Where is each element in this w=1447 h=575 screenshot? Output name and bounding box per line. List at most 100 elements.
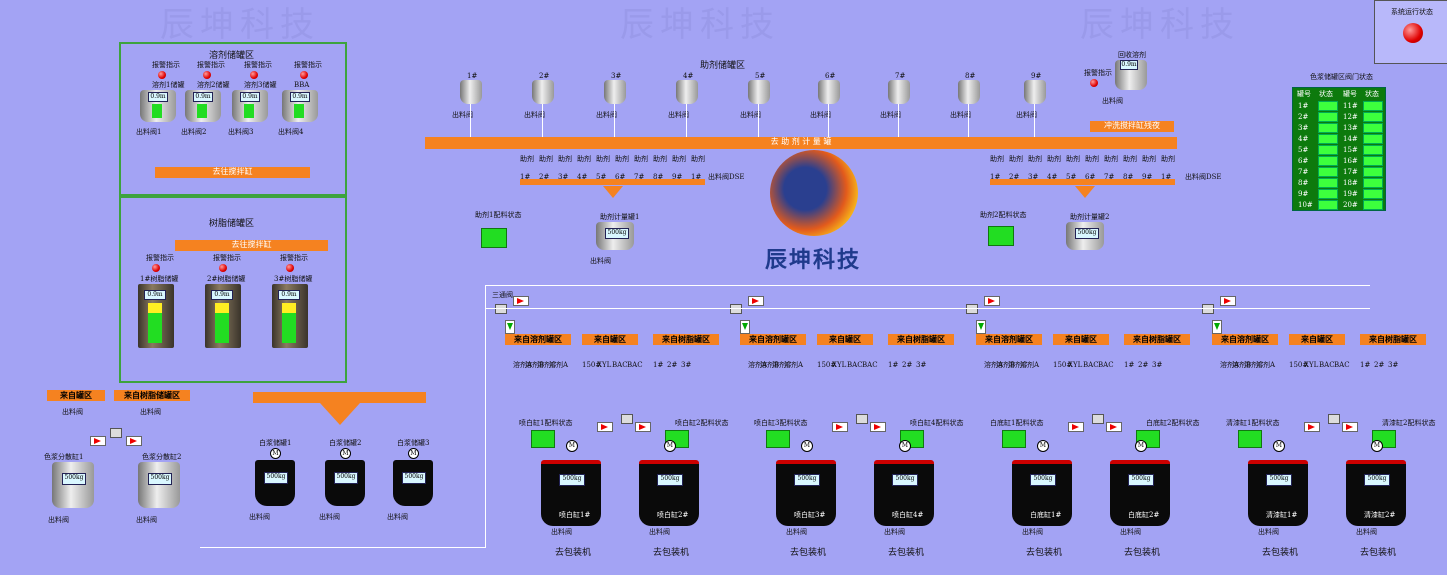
color-valve-state[interactable] — [1363, 200, 1383, 210]
solvent-tank-name: 溶剂1储罐 — [152, 81, 185, 89]
manifold-slot: 1# — [990, 173, 1001, 181]
mixer-motor: M — [664, 440, 676, 452]
additive-tank-name: 6# — [825, 72, 836, 80]
color-valve-state[interactable] — [1363, 101, 1383, 111]
solvent-outlet: 出料阀3 — [228, 128, 254, 136]
left-flow-flag[interactable] — [90, 436, 106, 446]
line-flow-vflag[interactable] — [976, 320, 986, 334]
solvent-col: 溶剂C — [1244, 361, 1264, 369]
color-valve-state[interactable] — [1318, 123, 1338, 133]
to-packer: 去包装机 — [1360, 548, 1397, 558]
color-valve-state[interactable] — [1318, 101, 1338, 111]
line-flow-flag[interactable] — [748, 296, 764, 306]
additive-outlet: 出料阀 — [596, 111, 617, 119]
line-three-way-valve[interactable] — [495, 304, 507, 314]
color-valve-state[interactable] — [1318, 189, 1338, 199]
line-three-way-valve[interactable] — [730, 304, 742, 314]
zone-col: XYL — [1304, 361, 1319, 369]
color-valve-state[interactable] — [1363, 156, 1383, 166]
color-valve-state[interactable] — [1318, 134, 1338, 144]
mixer-feed-valve[interactable] — [621, 414, 633, 424]
manifold-slot: 6# — [615, 173, 626, 181]
zone-col: 150# — [1053, 361, 1073, 369]
mixer-status-1-indicator[interactable] — [531, 430, 555, 448]
color-valve-state[interactable] — [1318, 145, 1338, 155]
color-valve-state[interactable] — [1363, 167, 1383, 177]
additive-pipe — [968, 104, 969, 137]
manifold-slot: 8# — [653, 173, 664, 181]
mixer-feed-valve[interactable] — [1092, 414, 1104, 424]
mixer-tank — [541, 460, 601, 526]
resin-col: 3# — [916, 361, 927, 369]
line-flow-flag[interactable] — [984, 296, 1000, 306]
mixer-status-1-indicator[interactable] — [1002, 430, 1026, 448]
left-flow-flag-2[interactable] — [126, 436, 142, 446]
mixer-flow-flag-2[interactable] — [870, 422, 886, 432]
from-zone: 来自罐区 — [1053, 334, 1109, 345]
line-flow-vflag[interactable] — [740, 320, 750, 334]
additive-tank-name: 5# — [755, 72, 766, 80]
color-valve-state[interactable] — [1318, 112, 1338, 122]
mixer-flow-flag-2[interactable] — [1342, 422, 1358, 432]
mixer-name: 喷白缸2# — [657, 511, 689, 519]
meter1-status-indicator[interactable] — [481, 228, 507, 248]
solvent-alarm-lamp — [250, 71, 258, 79]
color-valve-state[interactable] — [1363, 134, 1383, 144]
mixer-flow-flag-2[interactable] — [635, 422, 651, 432]
additive-main-pipe-label: 去 助 剂 计 量 罐 — [770, 137, 832, 146]
color-valve-state[interactable] — [1363, 145, 1383, 155]
from-solvent-zone: 来自溶剂罐区 — [1212, 334, 1278, 345]
mixer-motor: M — [1135, 440, 1147, 452]
color-valve-state[interactable] — [1363, 189, 1383, 199]
resin-tank-name: 2#树脂储罐 — [207, 275, 246, 283]
system-status-lamp[interactable] — [1403, 23, 1423, 43]
color-valve-state[interactable] — [1318, 200, 1338, 210]
color-tank-id: 2# — [1298, 113, 1309, 121]
color-valve-state[interactable] — [1363, 123, 1383, 133]
resin-col: 1# — [888, 361, 899, 369]
color-valve-state[interactable] — [1363, 178, 1383, 188]
to-packer: 去包装机 — [653, 548, 690, 558]
line-flow-vflag[interactable] — [1212, 320, 1222, 334]
resin-col: 2# — [667, 361, 678, 369]
meter1-status-label: 助剂1配料状态 — [475, 211, 522, 219]
resin-col: 2# — [902, 361, 913, 369]
mixer-flow-flag[interactable] — [832, 422, 848, 432]
color-tank-id: 14# — [1343, 135, 1358, 143]
resin-tank-fill-yellow — [148, 303, 162, 313]
mixer-flow-flag[interactable] — [1068, 422, 1084, 432]
mixer-status-1-indicator[interactable] — [766, 430, 790, 448]
mixer-flow-flag[interactable] — [1304, 422, 1320, 432]
mixer-status-2: 清漆缸2配料状态 — [1382, 419, 1436, 427]
additive-tank-name: 9# — [1031, 72, 1042, 80]
mixer-flow-flag-2[interactable] — [1106, 422, 1122, 432]
line-flow-flag[interactable] — [1220, 296, 1236, 306]
color-valve-state[interactable] — [1318, 178, 1338, 188]
color-valve-state[interactable] — [1363, 112, 1383, 122]
color-valve-state[interactable] — [1318, 167, 1338, 177]
manifold-slot: 4# — [577, 173, 588, 181]
three-way-label: 三通阀 — [492, 291, 513, 299]
line-three-way-valve[interactable] — [966, 304, 978, 314]
resin-zone: 树脂储罐区 — [119, 196, 347, 383]
zone-col: XYL — [1068, 361, 1083, 369]
color-valve-state[interactable] — [1318, 156, 1338, 166]
solvent-col: 溶剂A — [984, 361, 1004, 369]
line-flow-flag[interactable] — [513, 296, 529, 306]
left-valve[interactable] — [110, 428, 122, 438]
mixer-flow-flag[interactable] — [597, 422, 613, 432]
system-status-label: 系统运行状态 — [1391, 8, 1433, 16]
line-three-way-valve[interactable] — [1202, 304, 1214, 314]
color-tank-id: 20# — [1343, 201, 1358, 209]
manifold-slot: 2# — [1009, 173, 1020, 181]
mixer-status-1-indicator[interactable] — [1238, 430, 1262, 448]
manifold-slot: 2# — [539, 173, 550, 181]
mixer-feed-valve[interactable] — [856, 414, 868, 424]
meter2-status-indicator[interactable] — [988, 226, 1014, 246]
mixer-feed-valve[interactable] — [1328, 414, 1340, 424]
line-flow-vflag[interactable] — [505, 320, 515, 334]
mixer-name: 清漆缸1# — [1266, 511, 1298, 519]
mixer-outlet: 出料阀 — [1120, 528, 1141, 536]
wash-outlet: 出料阀 — [1102, 97, 1123, 105]
